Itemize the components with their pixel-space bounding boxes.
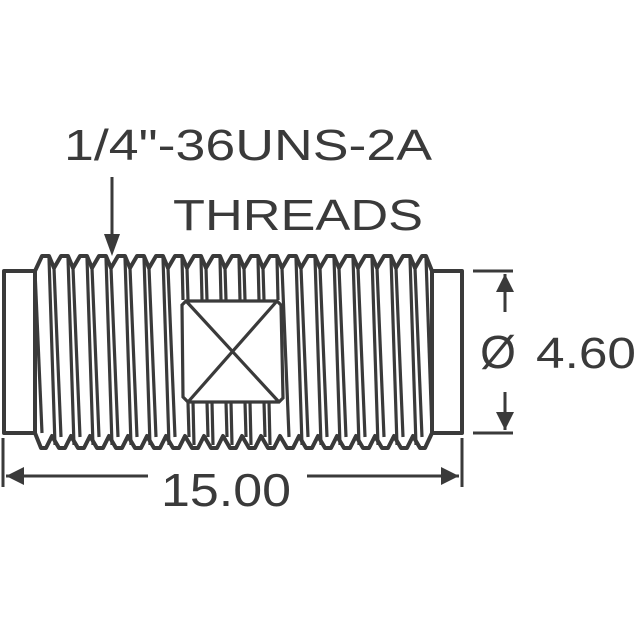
- top-thread-profile: [33, 254, 434, 272]
- wrench-flat-square-icon: [180, 299, 285, 404]
- diameter-symbol: Ø: [480, 326, 516, 378]
- threaded-body: [2, 254, 464, 450]
- bottom-thread-profile: [33, 432, 434, 450]
- length-value: 15.00: [161, 464, 291, 516]
- callout-arrow-icon: [104, 177, 120, 256]
- diameter-dimension: [473, 269, 514, 435]
- right-end-cap: [430, 269, 464, 435]
- thread-spec-sublabel: THREADS: [173, 191, 423, 240]
- thread-helix-lines: [33, 257, 434, 446]
- diameter-value: 4.60: [536, 329, 636, 378]
- left-end-cap: [2, 269, 37, 435]
- length-dimension: [1, 438, 464, 487]
- thread-spec-label: 1/4"-36UNS-2A: [64, 121, 433, 170]
